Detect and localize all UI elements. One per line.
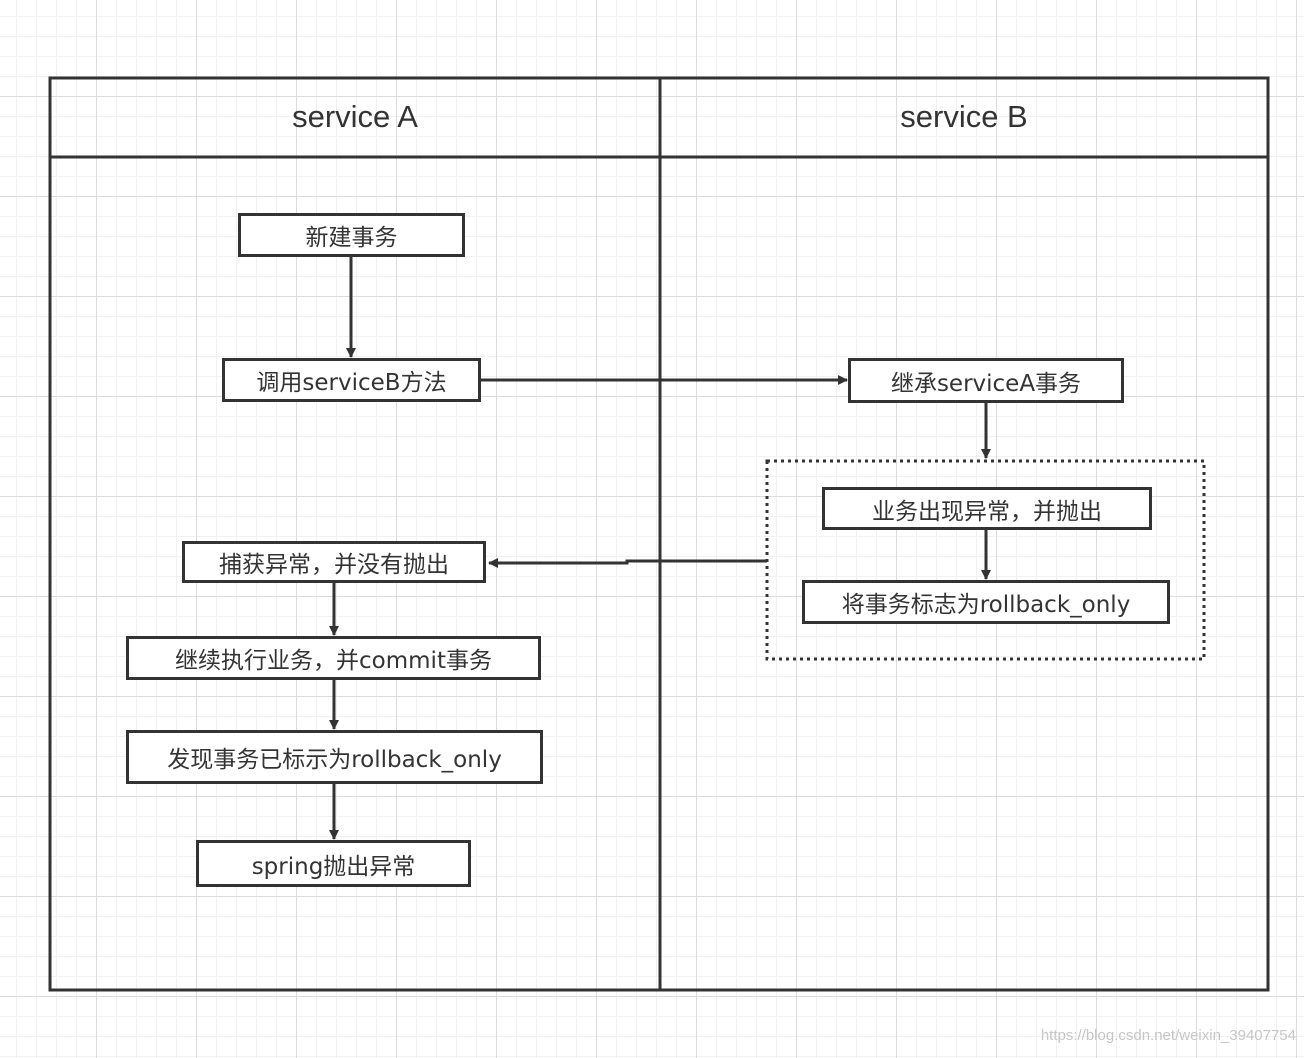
node-mark-rollback-only: 将事务标志为rollback_only <box>802 580 1170 624</box>
lane-title-service-b: service B <box>900 99 1028 134</box>
node-spring-throws: spring抛出异常 <box>196 840 471 887</box>
node-business-exception: 业务出现异常，并抛出 <box>822 487 1152 530</box>
node-continue-and-commit: 继续执行业务，并commit事务 <box>126 636 541 680</box>
node-call-service-b: 调用serviceB方法 <box>222 358 481 402</box>
node-new-transaction: 新建事务 <box>238 213 465 257</box>
arrow-group-to-catch <box>488 558 767 568</box>
node-catch-exception: 捕获异常，并没有抛出 <box>182 541 486 583</box>
node-inherit-transaction: 继承serviceA事务 <box>848 358 1124 403</box>
node-found-rollback-only: 发现事务已标示为rollback_only <box>126 730 543 784</box>
watermark-text: https://blog.csdn.net/weixin_39407754 <box>1040 1027 1296 1044</box>
lane-title-service-a: service A <box>292 99 418 134</box>
